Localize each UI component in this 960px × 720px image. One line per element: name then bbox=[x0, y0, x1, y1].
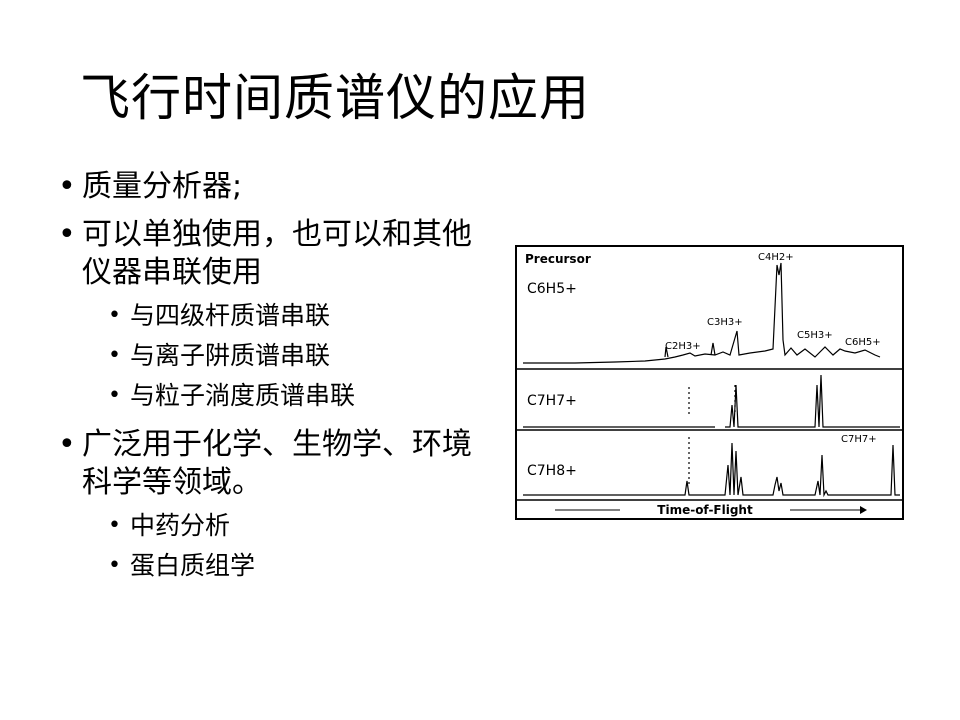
sub-bullet-item: • 中药分析 bbox=[82, 506, 482, 546]
peak-label: C3H3+ bbox=[707, 317, 743, 328]
sub-bullet-text: 与四级杆质谱串联 bbox=[130, 301, 331, 330]
spectrum-trace-1 bbox=[523, 262, 881, 364]
bullet-item: • 广泛用于化学、生物学、环境科学等领域。 • 中药分析 • 蛋白质组学 bbox=[52, 426, 482, 586]
ion-label: C7H7+ bbox=[527, 393, 577, 409]
bullet-text: 可以单独使用，也可以和其他仪器串联使用 bbox=[82, 217, 472, 290]
bullet-dot: • bbox=[108, 383, 121, 408]
sub-bullet-list: • 与四级杆质谱串联 • 与离子阱质谱串联 • 与粒子淌度质谱串联 bbox=[82, 296, 482, 416]
bullet-dot: • bbox=[108, 303, 121, 328]
sub-bullet-item: • 蛋白质组学 bbox=[82, 546, 482, 586]
bullet-item: • 质量分析器; bbox=[52, 168, 482, 206]
bullet-text: 广泛用于化学、生物学、环境科学等领域。 bbox=[82, 427, 472, 500]
sub-bullet-text: 蛋白质组学 bbox=[130, 551, 256, 580]
bullet-dot: • bbox=[108, 553, 121, 578]
ion-label: C6H5+ bbox=[527, 281, 577, 297]
arrow-head-icon bbox=[860, 506, 867, 514]
spectrum-trace-3 bbox=[523, 437, 900, 498]
sub-bullet-text: 与离子阱质谱串联 bbox=[130, 341, 331, 370]
figure-frame bbox=[515, 245, 904, 520]
sub-bullet-list: • 中药分析 • 蛋白质组学 bbox=[82, 506, 482, 586]
sub-bullet-text: 中药分析 bbox=[130, 511, 231, 540]
peak-label: C5H3+ bbox=[797, 330, 833, 341]
bullet-dot: • bbox=[108, 343, 121, 368]
tof-spectra-figure: Precursor C6H5+ C7H7+ C7H8+ C2H3+ C3H3+ … bbox=[515, 245, 905, 521]
sub-bullet-text: 与粒子淌度质谱串联 bbox=[130, 381, 356, 410]
peak-label: C6H5+ bbox=[845, 337, 881, 348]
bullet-list: • 质量分析器; • 可以单独使用，也可以和其他仪器串联使用 • 与四级杆质谱串联… bbox=[52, 168, 482, 596]
bullet-item: • 可以单独使用，也可以和其他仪器串联使用 • 与四级杆质谱串联 • 与离子阱质谱串… bbox=[52, 216, 482, 416]
precursor-label: Precursor bbox=[525, 252, 591, 266]
bullet-text: 质量分析器; bbox=[82, 169, 243, 204]
peak-label: C7H7+ bbox=[841, 434, 877, 445]
bullet-dot: • bbox=[108, 513, 121, 538]
ion-label: C7H8+ bbox=[527, 463, 577, 479]
sub-bullet-item: • 与四级杆质谱串联 bbox=[82, 296, 482, 336]
spectrum-trace-2 bbox=[523, 374, 900, 428]
axis-label: Time-of-Flight bbox=[657, 503, 753, 517]
bullet-dot: • bbox=[58, 217, 76, 252]
peak-label: C4H2+ bbox=[758, 252, 794, 263]
sub-bullet-item: • 与离子阱质谱串联 bbox=[82, 336, 482, 376]
slide-title: 飞行时间质谱仪的应用 bbox=[80, 69, 590, 127]
tof-spectra-svg: Precursor C6H5+ C7H7+ C7H8+ C2H3+ C3H3+ … bbox=[515, 245, 904, 520]
bullet-dot: • bbox=[58, 427, 76, 462]
bullet-dot: • bbox=[58, 169, 76, 204]
peak-label: C2H3+ bbox=[665, 341, 701, 352]
sub-bullet-item: • 与粒子淌度质谱串联 bbox=[82, 376, 482, 416]
